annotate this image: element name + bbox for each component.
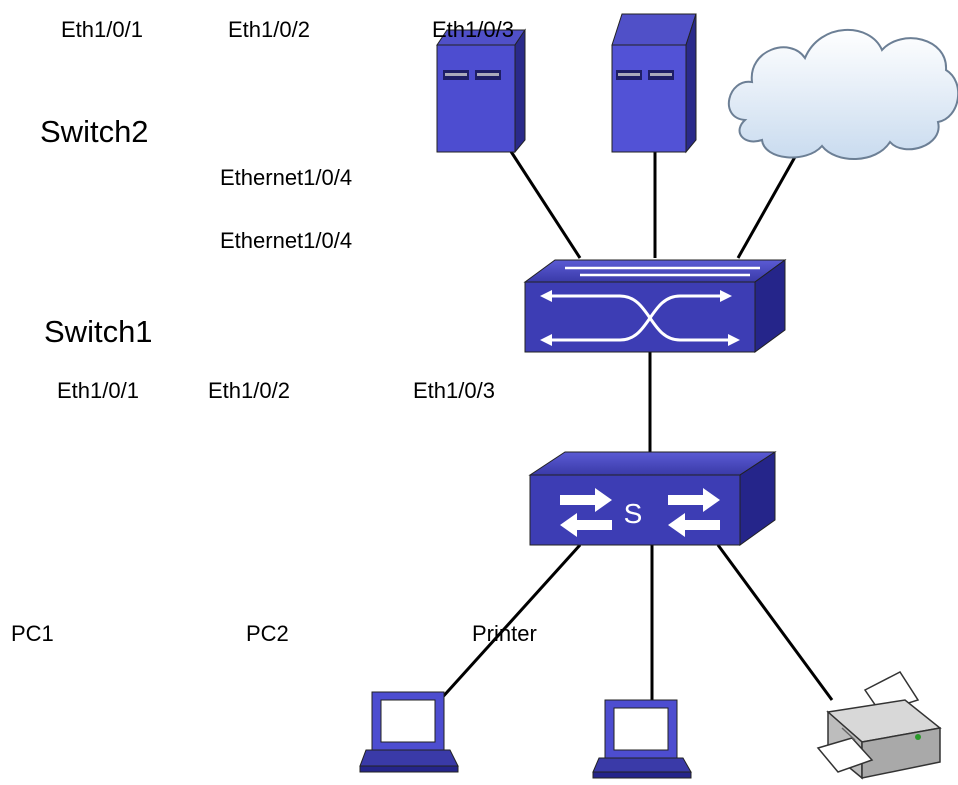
switch1-port-label: Eth1/0/3 [413,378,495,403]
switch2-label: Switch2 [40,114,149,149]
layer3-switch-icon [523,259,787,353]
pc1-label: PC1 [11,621,54,646]
svg-text:S: S [624,498,643,529]
server-icon [436,28,526,154]
cloud-icon [727,28,958,160]
switch2-uplink-label: Ethernet1/0/4 [220,165,353,190]
computer-icon [359,691,459,773]
pc2-label: PC2 [246,621,289,646]
switch1-port-label: Eth1/0/2 [208,378,290,403]
computer-icon [592,699,692,779]
switch2-port-label: Eth1/0/3 [432,17,514,42]
printer-icon [816,671,942,780]
link-cloud-core [736,147,802,259]
printer-label: Printer [472,621,537,646]
server-icon [611,13,697,154]
switch1-port-label: Eth1/0/1 [57,378,139,403]
layer2-switch-icon: S [528,451,777,546]
link-server1-core [508,149,582,259]
switch1-label: Switch1 [44,314,153,349]
switch1-uplink-label: Ethernet1/0/4 [220,228,353,253]
switch2-port-label: Eth1/0/2 [228,17,310,42]
link-access-pc1 [438,543,582,702]
connection-lines [438,147,834,702]
switch2-port-label: Eth1/0/1 [61,17,143,42]
link-access-printer [716,544,834,701]
